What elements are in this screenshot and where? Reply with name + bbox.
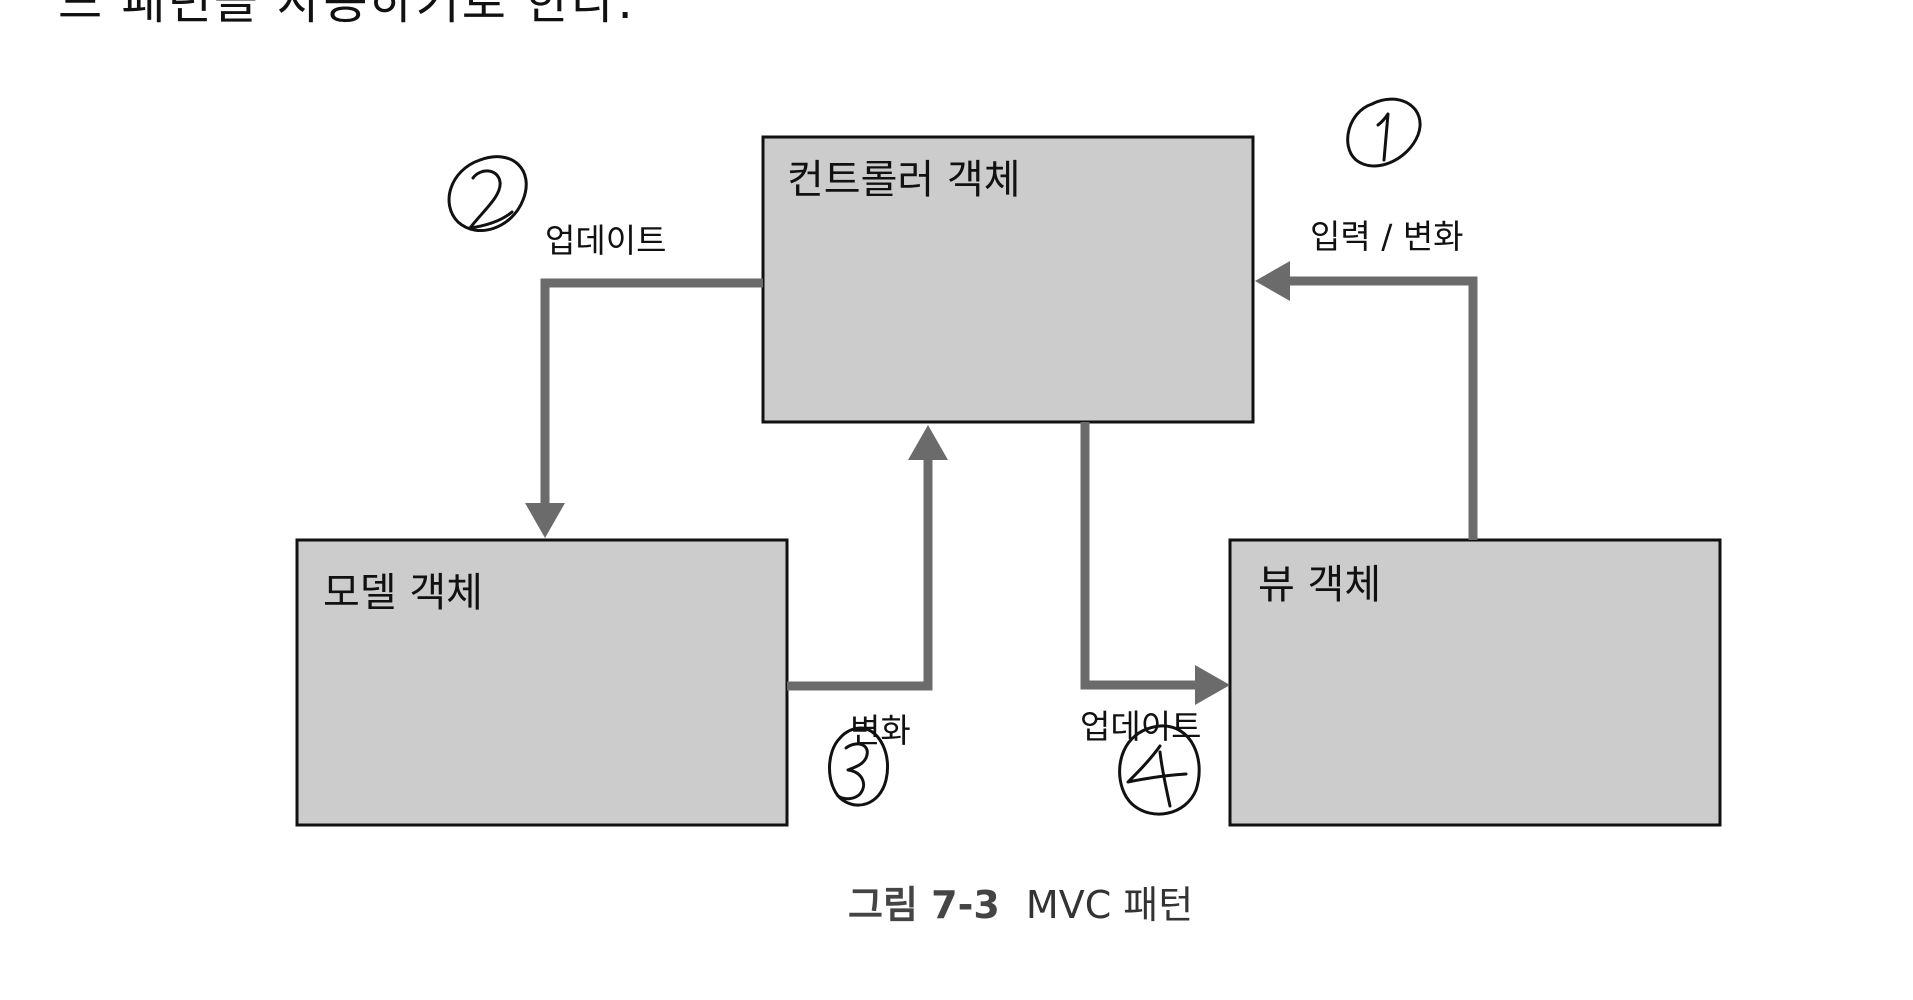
view-box-rect xyxy=(1228,538,1722,827)
edge-controller-to-view-label: 업데이트 xyxy=(1080,707,1201,746)
edge-controller-to-model: 업데이트 xyxy=(525,221,763,538)
handwritten-circle-2 xyxy=(447,155,528,232)
handwritten-digit-4 xyxy=(1126,744,1188,808)
controller-box-label: 컨트롤러 객체 xyxy=(787,157,1021,203)
handwritten-mark-2 xyxy=(447,155,528,232)
model-box-rect xyxy=(295,538,789,827)
edge-controller-to-view-arrowhead xyxy=(1195,665,1230,705)
edge-controller-to-view: 업데이트 xyxy=(1080,422,1230,746)
edge-model-to-controller-line xyxy=(787,455,933,691)
figure-caption-title: MVC 패턴 xyxy=(1026,883,1193,927)
edge-view-to-controller-line xyxy=(1285,276,1478,540)
figure-caption: 그림 7-3 MVC 패턴 xyxy=(848,883,1193,927)
edge-view-to-controller-label: 입력 / 변화 xyxy=(1310,217,1464,256)
edge-model-to-controller: 변화 xyxy=(787,425,948,750)
handwritten-digit-2 xyxy=(468,169,514,230)
edge-controller-to-model-label: 업데이트 xyxy=(545,221,666,260)
handwritten-mark-4 xyxy=(1118,724,1201,816)
model-box: 모델 객체 xyxy=(295,538,789,827)
edge-view-to-controller-arrowhead xyxy=(1255,261,1290,301)
edge-model-to-controller-arrowhead xyxy=(908,425,948,460)
controller-box-rect xyxy=(761,135,1255,424)
edge-view-to-controller: 입력 / 변화 xyxy=(1255,217,1478,540)
figure-caption-prefix: 그림 7-3 xyxy=(848,883,1000,927)
handwritten-mark-1 xyxy=(1346,97,1422,168)
handwritten-mark-3 xyxy=(828,726,889,807)
edge-controller-to-model-line xyxy=(540,278,763,508)
edge-controller-to-view-line xyxy=(1080,422,1200,690)
model-box-label: 모델 객체 xyxy=(323,570,483,616)
handwritten-digit-3 xyxy=(836,742,869,801)
handwritten-circle-4 xyxy=(1118,724,1201,816)
handwritten-digit-1 xyxy=(1376,112,1390,162)
handwritten-circle-1 xyxy=(1346,97,1422,168)
view-box: 뷰 객체 xyxy=(1228,538,1722,827)
page-body-text: 드 패턴을 사용하기로 한다. xyxy=(58,0,635,30)
view-box-label: 뷰 객체 xyxy=(1258,562,1381,608)
controller-box: 컨트롤러 객체 xyxy=(761,135,1255,424)
edge-controller-to-model-arrowhead xyxy=(525,503,565,538)
